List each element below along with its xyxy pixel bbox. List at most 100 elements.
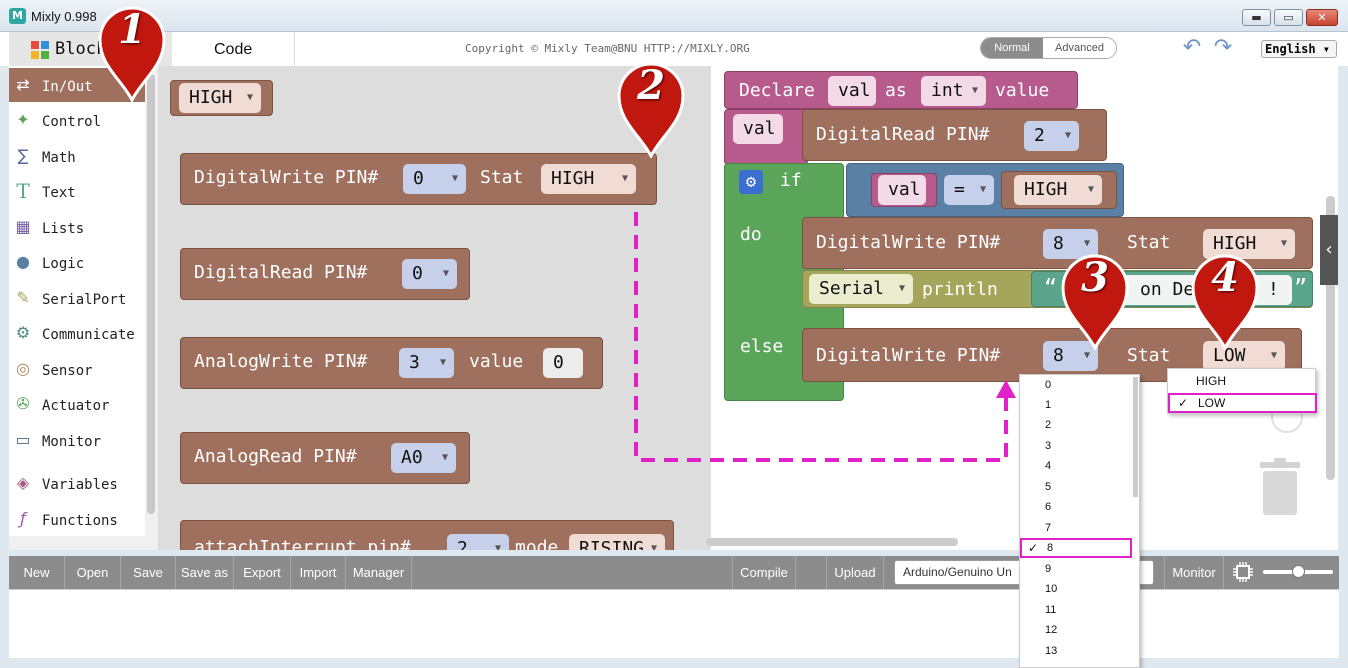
menu-option[interactable]: 3 (1045, 440, 1052, 452)
close-button[interactable]: ✕ (1306, 9, 1338, 26)
variable-name-field[interactable]: val (733, 114, 783, 144)
workspace-vscrollbar[interactable] (1326, 196, 1335, 480)
sidebar-item-lists[interactable]: ▦ Lists (9, 210, 145, 244)
sidebar-item-sensor[interactable]: ◎ Sensor (9, 352, 145, 386)
compile-button[interactable]: Compile (732, 556, 796, 589)
stat-dropdown[interactable]: HIGH▼ (541, 164, 636, 194)
sidebar-item-communicate[interactable]: ⚙ Communicate (9, 316, 145, 350)
pin-dropdown[interactable]: 8▼ (1043, 341, 1098, 371)
save-button[interactable]: Save (121, 556, 176, 589)
language-select[interactable]: English ▾ (1261, 40, 1337, 58)
assign-block[interactable]: val (724, 109, 808, 165)
variable-block[interactable]: val (871, 173, 937, 207)
stat-dropdown[interactable]: LOW▼ (1203, 341, 1285, 371)
menu-option[interactable]: 7 (1045, 522, 1052, 534)
upload-button[interactable]: Upload (826, 556, 884, 589)
high-low-block[interactable]: HIGH▼ (170, 80, 273, 116)
mode-normal-button[interactable]: Normal (981, 38, 1043, 58)
open-button[interactable]: Open (65, 556, 121, 589)
stat-dropdown[interactable]: HIGH▼ (1203, 229, 1295, 259)
pin-dropdown[interactable]: 2▼ (1024, 121, 1079, 151)
digitalread-block[interactable]: DigitalRead PIN# 2▼ (802, 109, 1107, 161)
menu-option-selected[interactable]: ✓ 8 (1020, 538, 1132, 558)
menu-scrollbar[interactable] (1133, 377, 1138, 497)
value-dropdown[interactable]: HIGH▼ (1014, 175, 1102, 205)
type-dropdown[interactable]: int▼ (921, 76, 986, 106)
sidebar-item-actuator[interactable]: ✇ Actuator (9, 387, 145, 421)
digitalwrite-block[interactable]: DigitalWrite PIN# 0▼ Stat HIGH▼ (180, 153, 657, 205)
trash-icon[interactable] (1258, 458, 1302, 516)
puzzle-icon (31, 41, 49, 59)
menu-option-label: LOW (1198, 396, 1226, 410)
analogread-block[interactable]: AnalogRead PIN# A0▼ (180, 432, 470, 484)
block-label: mode (515, 537, 559, 550)
menu-option[interactable]: 12 (1045, 624, 1058, 636)
pin-dropdown[interactable]: A0▼ (391, 443, 456, 473)
mode-dropdown[interactable]: RISING▼ (569, 534, 665, 550)
sidebar-item-monitor[interactable]: ▭ Monitor (9, 423, 145, 457)
menu-option[interactable]: 2 (1045, 419, 1052, 431)
menu-option[interactable]: 1 (1045, 399, 1052, 411)
value-input[interactable]: 0 (543, 348, 583, 378)
menu-option[interactable]: 10 (1045, 583, 1058, 595)
map-pin-icon (1191, 254, 1259, 352)
undo-icon[interactable]: ↶ (1182, 35, 1202, 60)
analogwrite-block[interactable]: AnalogWrite PIN# 3▼ value 0 (180, 337, 603, 389)
compare-block[interactable]: val =▼ HIGH▼ (846, 163, 1124, 217)
sidebar-item-serialport[interactable]: ✎ SerialPort (9, 281, 145, 315)
redo-icon[interactable]: ↷ (1213, 35, 1233, 60)
pin-dropdown[interactable]: 0▼ (402, 259, 457, 289)
sidebar-item-functions[interactable]: ƒ Functions (9, 502, 145, 536)
minimize-button[interactable]: ▬ (1242, 9, 1271, 26)
menu-option[interactable]: 9 (1045, 563, 1052, 575)
pin-dropdown[interactable]: 8▼ (1043, 229, 1098, 259)
sidebar-item-math[interactable]: ∑ Math (9, 139, 145, 173)
menu-option[interactable]: 11 (1045, 604, 1057, 616)
pin-dropdown[interactable]: 0▼ (403, 164, 466, 194)
collapse-panel-icon[interactable]: ‹ (1320, 215, 1338, 285)
serial-dropdown[interactable]: Serial▼ (809, 274, 913, 304)
mode-advanced-button[interactable]: Advanced (1043, 38, 1116, 58)
high-dropdown[interactable]: HIGH▼ (179, 83, 261, 113)
sidebar-item-text[interactable]: T Text (9, 174, 145, 208)
menu-option[interactable]: 0 (1045, 379, 1052, 391)
maximize-button[interactable]: ▭ (1274, 9, 1303, 26)
network-icon: ⚙ (15, 323, 31, 342)
declare-block[interactable]: Declare val as int▼ value (724, 71, 1078, 109)
tab-blocks-label: Block (55, 39, 107, 59)
sidebar-item-logic[interactable]: ● Logic (9, 245, 145, 279)
operator-dropdown[interactable]: =▼ (944, 175, 994, 205)
new-button[interactable]: New (9, 556, 65, 589)
workspace-hscrollbar[interactable] (706, 538, 958, 546)
menu-option[interactable]: 5 (1045, 481, 1052, 493)
pin-dropdown[interactable]: 2▼ (447, 534, 509, 550)
sidebar-scroll-thumb[interactable] (147, 74, 155, 514)
digitalread-block[interactable]: DigitalRead PIN# 0▼ (180, 248, 470, 300)
high-low-block[interactable]: HIGH▼ (1001, 171, 1117, 209)
chip-icon[interactable] (1232, 561, 1254, 583)
manager-button[interactable]: Manager (346, 556, 412, 589)
sidebar-item-variables[interactable]: ◈ Variables (9, 466, 145, 500)
menu-option[interactable]: 13 (1045, 645, 1058, 657)
gear-icon[interactable]: ⚙ (739, 170, 763, 194)
zoom-slider-handle[interactable] (1292, 565, 1305, 578)
export-button[interactable]: Export (234, 556, 291, 589)
marker-number: 1 (118, 6, 146, 53)
menu-option[interactable]: HIGH (1196, 374, 1226, 388)
dropdown-value: HIGH (1213, 233, 1257, 254)
attachinterrupt-block[interactable]: attachInterrupt pin# 2▼ mode RISING▼ (180, 520, 674, 550)
tab-code[interactable] (172, 32, 295, 66)
chevron-down-icon: ▼ (1083, 350, 1090, 361)
import-button[interactable]: Import (291, 556, 346, 589)
sidebar-hscrollbar[interactable] (9, 536, 145, 550)
mode-toggle[interactable]: Normal Advanced (980, 37, 1117, 59)
menu-option[interactable]: 4 (1045, 460, 1052, 472)
sidebar-item-control[interactable]: ✦ Control (9, 103, 145, 137)
variable-dropdown[interactable]: val (878, 175, 926, 205)
pin-dropdown[interactable]: 3▼ (399, 348, 454, 378)
menu-option-selected[interactable]: ✓ LOW (1168, 393, 1317, 413)
save-as-button[interactable]: Save as (176, 556, 234, 589)
monitor-button[interactable]: Monitor (1164, 556, 1224, 589)
variable-name-field[interactable]: val (828, 76, 876, 106)
menu-option[interactable]: 6 (1045, 501, 1052, 513)
